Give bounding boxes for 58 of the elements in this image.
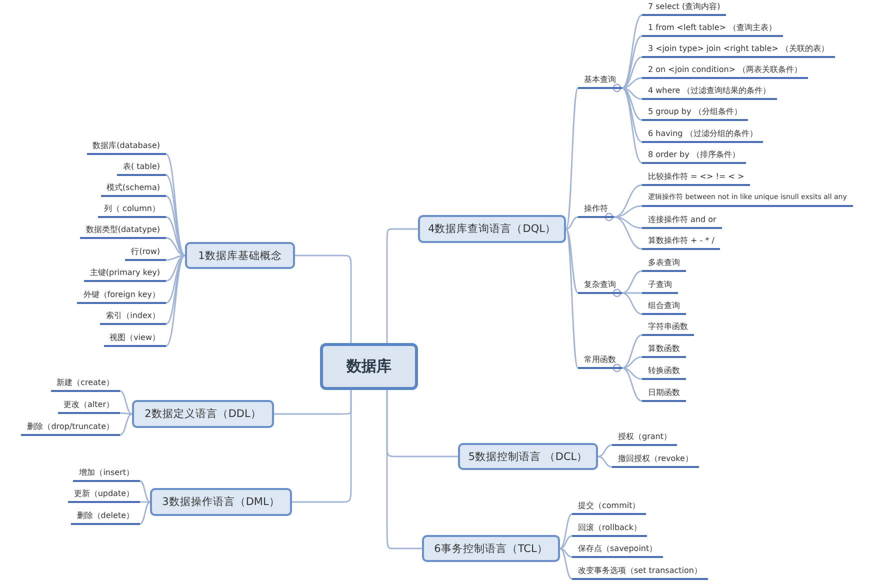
topic-label: 索引（index） xyxy=(100,309,166,325)
subtopic-label: 常用函数 xyxy=(578,353,622,369)
topic-label: 删除（drop/truncate） xyxy=(21,420,120,436)
topic-label: 更改（alter） xyxy=(58,398,120,414)
branch-topic-box: 2数据定义语言（DDL） xyxy=(132,400,274,428)
subtopic-label: 复杂查询 xyxy=(578,278,622,294)
topic-label: 3 <join type> join <right table> （关联的表） xyxy=(642,42,835,58)
topic-label: 子查询 xyxy=(642,278,678,294)
topic-label: 授权（grant） xyxy=(612,430,678,446)
topic-label: 组合查询 xyxy=(642,299,686,315)
topic-label: 列（ column） xyxy=(98,202,166,218)
branch-topic-box: 3数据操作语言（DML） xyxy=(150,488,292,516)
topic-label: 多表查询 xyxy=(642,256,686,272)
topic-label: 行(row) xyxy=(125,245,166,261)
topic-label: 视图（view） xyxy=(104,331,166,347)
topic-label: 主键(primary key) xyxy=(84,266,166,282)
topic-label: 4 where （过滤查询结果的条件） xyxy=(642,84,777,100)
topic-label: 删除（delete） xyxy=(70,509,140,525)
topic-label: 日期函数 xyxy=(642,386,686,402)
connector-line xyxy=(605,212,642,250)
branch-topic-box: 5数据控制语言 （DCL） xyxy=(458,443,598,470)
topic-label: 增加（insert） xyxy=(73,466,140,482)
subtopic-label: 操作符 xyxy=(578,202,614,218)
topic-label: 改变事务选项（set transaction） xyxy=(572,564,708,580)
topic-label: 6 having （过滤分组的条件） xyxy=(642,127,764,143)
topic-label: 撤回授权（revoke） xyxy=(612,452,699,468)
connector-line xyxy=(386,228,418,343)
topic-label: 数据类型(datatype) xyxy=(80,223,166,239)
topic-label: 数据库(database) xyxy=(86,139,166,155)
topic-label: 模式(schema) xyxy=(100,181,166,197)
topic-label: 8 order by （排序条件） xyxy=(642,148,746,164)
topic-label: 转换函数 xyxy=(642,364,686,380)
topic-label: 1 from <left table> （查询主表） xyxy=(642,21,783,37)
connector-line xyxy=(612,288,642,315)
branch-topic-box: 1数据库基础概念 xyxy=(185,242,295,269)
topic-label: 提交（commit） xyxy=(572,499,646,515)
topic-label: 回滚（rollback） xyxy=(572,521,648,537)
connector-line xyxy=(295,254,352,343)
topic-label: 表( table) xyxy=(116,160,166,176)
topic-label: 5 group by （分组条件） xyxy=(642,105,748,121)
topic-label: 外键（foreign key） xyxy=(77,288,166,304)
topic-label: 连接操作符 and or xyxy=(642,213,722,229)
topic-label: 7 select (查询内容) xyxy=(642,0,726,16)
connector-line xyxy=(613,362,642,402)
topic-label: 保存点（savepoint） xyxy=(572,542,664,558)
topic-label: 字符串函数 xyxy=(642,320,694,336)
topic-label: 算数函数 xyxy=(642,342,686,358)
branch-topic-box: 6事务控制语言（TCL） xyxy=(422,535,560,562)
topic-label: 更新（update） xyxy=(68,487,140,503)
connector-line xyxy=(386,390,422,550)
topic-label: 比较操作符 = <> != < > xyxy=(642,170,750,186)
branch-topic-box: 4数据库查询语言（DQL） xyxy=(418,215,566,243)
subtopic-label: 基本查询 xyxy=(578,73,622,89)
connector-line xyxy=(292,390,352,503)
topic-label: 算数操作符 + - * / xyxy=(642,234,720,250)
topic-label: 新建（create） xyxy=(50,376,120,392)
central-topic-box: 数据库 xyxy=(320,343,418,390)
topic-label: 2 on <join condition> （两表关联条件） xyxy=(642,63,808,79)
